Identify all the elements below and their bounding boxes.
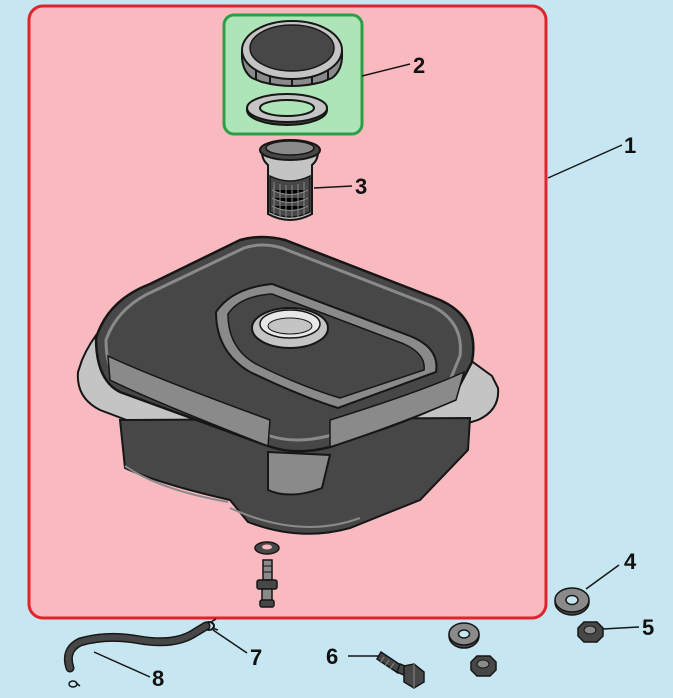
leader-line-7 <box>212 629 248 654</box>
leader-line-3 <box>313 185 353 189</box>
leader-line-5 <box>602 626 640 630</box>
fuel-filter <box>259 139 321 221</box>
callout-6: 6 <box>326 644 338 669</box>
callout-2: 2 <box>413 53 425 78</box>
cap-gasket <box>246 93 328 126</box>
nut-bottom <box>470 655 497 677</box>
leader-line-8 <box>93 651 151 678</box>
fuel-hose <box>63 621 211 688</box>
callout-3: 3 <box>355 174 367 199</box>
fuel-tank <box>76 235 500 535</box>
washer-small <box>448 622 480 649</box>
leader-line-4 <box>585 564 620 590</box>
bolt <box>376 650 425 689</box>
leader-line-1 <box>547 144 623 179</box>
callout-8: 8 <box>152 666 164 691</box>
callout-4: 4 <box>624 549 637 574</box>
drain-fitting <box>254 541 280 608</box>
callout-5: 5 <box>642 615 654 640</box>
leader-lines <box>93 63 640 678</box>
callout-1: 1 <box>624 133 636 158</box>
fuel-cap <box>240 20 344 87</box>
leader-line-2 <box>361 63 411 77</box>
callout-7: 7 <box>250 645 262 670</box>
washer-large <box>554 587 590 616</box>
nut-right <box>577 621 604 643</box>
